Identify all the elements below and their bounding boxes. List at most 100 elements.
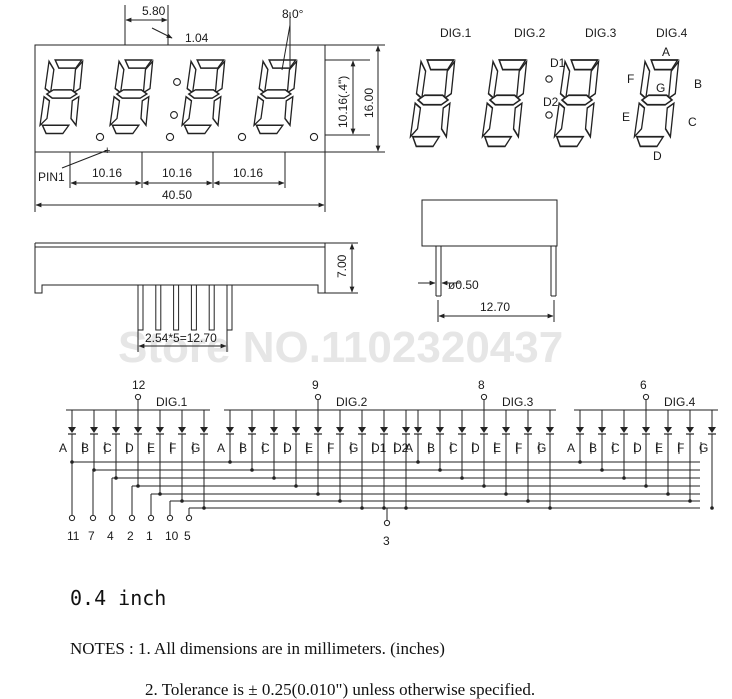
dim-body-depth: 7.00 (335, 254, 349, 278)
segment-label-DIG.1-E: E (147, 441, 155, 455)
segment-label-DIG.2-G: G (349, 441, 358, 455)
segment-label-DIG.3-G: G (537, 441, 546, 455)
map-dig3-label: DIG.3 (585, 26, 617, 40)
diode-DIG.4-D (641, 426, 651, 435)
schematic-group-label-1: DIG.1 (156, 395, 188, 409)
diode-DIG.2-G (357, 426, 367, 435)
diode-DIG.4-B (597, 426, 607, 435)
map-d1-label: D1 (550, 56, 566, 70)
segment-label-DIG.3-B: B (427, 441, 435, 455)
segment-label-DIG.2-A: A (217, 441, 225, 455)
segment-label-DIG.2-D: D (283, 441, 292, 455)
diode-DIG.4-G (707, 426, 717, 435)
segment-label-DIG.4-C: C (611, 441, 620, 455)
front-colon-dot-2 (170, 111, 178, 119)
dim-pitch-1: 10.16 (92, 166, 122, 180)
pin1-label: PIN1 (38, 170, 65, 184)
segment-label-DIG.2-D2: D2 (393, 441, 409, 455)
diode-DIG.3-F (523, 426, 533, 435)
segment-label-DIG.3-C: C (449, 441, 458, 455)
diode-DIG.2-C (269, 426, 279, 435)
common-pin-4: 6 (640, 378, 647, 392)
dim-digit-height: 10.16(.4") (336, 76, 350, 128)
diode-DIG.4-A (575, 426, 585, 435)
diode-DIG.3-G (545, 426, 555, 435)
segment-label-DIG.2-E: E (305, 441, 313, 455)
seg-label-a: A (662, 45, 670, 59)
diode-DIG.4-F (685, 426, 695, 435)
size-caption: 0.4 inch (70, 586, 167, 610)
diode-DIG.2-E (313, 426, 323, 435)
diode-DIG.1-F (177, 426, 187, 435)
front-decimal-point-2 (165, 132, 175, 142)
diode-DIG.4-C (619, 426, 629, 435)
common-pin-2: 9 (312, 378, 319, 392)
segment-pin-4: 2 (127, 529, 134, 543)
map-dig4-label: DIG.4 (656, 26, 688, 40)
schematic-group-label-2: DIG.2 (336, 395, 368, 409)
display-body-outline (34, 44, 326, 153)
segment-pin-7: 5 (184, 529, 191, 543)
map-dig2-label: DIG.2 (514, 26, 546, 40)
common-pin-3: 8 (478, 378, 485, 392)
front-digit-3 (180, 59, 228, 135)
segment-label-DIG.4-G: G (699, 441, 708, 455)
svg-text:+: + (104, 145, 110, 157)
bottom-pin-3 (173, 285, 180, 331)
segment-label-DIG.3-A: A (405, 441, 413, 455)
seg-label-c: C (688, 115, 697, 129)
segment-label-DIG.4-A: A (567, 441, 575, 455)
segment-label-DIG.2-C: C (261, 441, 270, 455)
note-2: 2. Tolerance is ± 0.25(0.010") unless ot… (145, 680, 536, 699)
bottom-view: 2.54*5=12.70 7.00 (34, 242, 358, 352)
diode-DIG.2-F (335, 426, 345, 435)
diode-DIG.3-A (413, 426, 423, 435)
segment-label-DIG.4-D: D (633, 441, 642, 455)
segment-label-DIG.1-A: A (59, 441, 67, 455)
dim-pitch-2: 10.16 (162, 166, 192, 180)
bottom-pin-4 (190, 285, 197, 331)
diode-DIG.4-E (663, 426, 673, 435)
dim-pin-diameter: ø0.50 (448, 278, 479, 292)
segment-pin-1: 11 (67, 529, 80, 543)
seg-label-d: D (653, 149, 662, 163)
map-d2-label: D2 (543, 95, 559, 109)
colon-dot-lower (545, 111, 553, 119)
dim-pin-span: 12.70 (480, 300, 510, 314)
diode-DIG.1-D (133, 426, 143, 435)
segment-label-DIG.2-D1: D1 (371, 441, 387, 455)
front-view: 5.80 1.04 8.0° 10.16(.4") 16.00 (34, 4, 385, 212)
front-colon-dot-1 (173, 78, 181, 86)
note-1: NOTES : 1. All dimensions are in millime… (70, 639, 445, 658)
schematic-group-label-3: DIG.3 (502, 395, 534, 409)
diode-DIG.3-B (435, 426, 445, 435)
segment-label-DIG.3-D: D (471, 441, 480, 455)
colon-dot-upper (545, 75, 553, 83)
diode-DIG.1-C (111, 426, 121, 435)
diode-DIG.3-D (479, 426, 489, 435)
map-digit-3 (552, 59, 603, 148)
map-dig1-label: DIG.1 (440, 26, 472, 40)
map-digit-1 (408, 59, 459, 148)
front-decimal-point-4 (309, 132, 319, 142)
front-digit-1 (38, 59, 86, 135)
diode-DIG.1-B (89, 426, 99, 435)
segment-label-DIG.1-G: G (191, 441, 200, 455)
seg-label-g: G (656, 81, 665, 95)
seg-label-e: E (622, 110, 630, 124)
front-decimal-point-3 (237, 132, 247, 142)
front-digit-4 (252, 59, 300, 135)
diode-DIG.1-E (155, 426, 165, 435)
dim-digit-width: 5.80 (142, 4, 166, 18)
side-view: ø0.50 12.70 (418, 199, 558, 322)
segment-label-DIG.2-F: F (327, 441, 334, 455)
dim-pin-row: 2.54*5=12.70 (145, 331, 217, 345)
diode-DIG.3-C (457, 426, 467, 435)
seg-label-f: F (627, 72, 634, 86)
front-digits (38, 59, 319, 142)
dim-total-height: 16.00 (362, 88, 376, 118)
segment-label-DIG.3-F: F (515, 441, 522, 455)
